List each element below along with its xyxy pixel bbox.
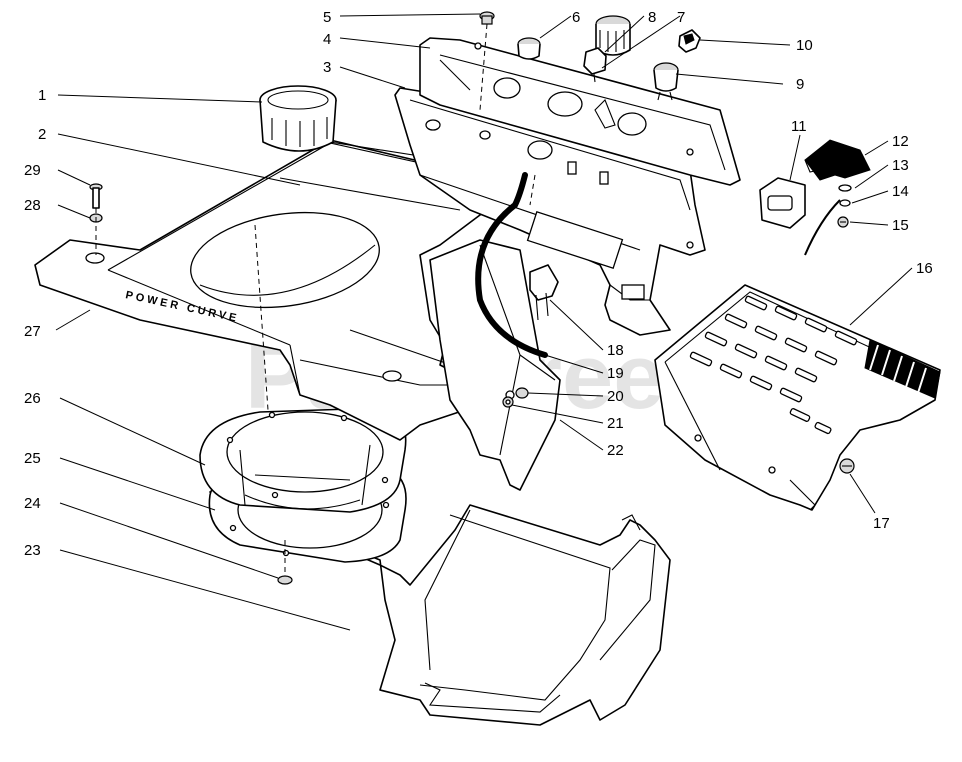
primer-nut-part — [583, 47, 607, 83]
switch-bracket-part — [804, 139, 871, 181]
callout-28: 28 — [24, 197, 41, 214]
callout-22: 22 — [607, 442, 624, 459]
washer-14-part — [839, 199, 851, 207]
choke-knob-part — [595, 15, 631, 56]
ignition-switch-part — [653, 62, 679, 101]
lower-shroud-part — [209, 491, 671, 726]
primer-bulb-part — [517, 37, 541, 60]
callout-2: 2 — [38, 126, 46, 143]
wire-terminal-part — [529, 264, 559, 321]
nut-21-part — [502, 396, 514, 408]
callout-21: 21 — [607, 415, 624, 432]
callout-6: 6 — [572, 9, 580, 26]
callout-5: 5 — [323, 9, 331, 26]
callout-1: 1 — [38, 87, 46, 104]
wire-clip-part — [804, 184, 852, 256]
callout-18: 18 — [607, 342, 624, 359]
callout-29: 29 — [24, 162, 41, 179]
callout-3: 3 — [323, 59, 331, 76]
screw-17-part — [839, 458, 855, 474]
control-panel-part — [419, 37, 741, 186]
callout-13: 13 — [892, 157, 909, 174]
callout-12: 12 — [892, 133, 909, 150]
callout-8: 8 — [648, 9, 656, 26]
callout-23: 23 — [24, 542, 41, 559]
callout-27: 27 — [24, 323, 41, 340]
fuel-cap-part — [259, 85, 337, 152]
shield-dark-grille — [864, 339, 941, 399]
callout-25: 25 — [24, 450, 41, 467]
hose-part — [475, 172, 548, 358]
shield-vent-slots — [689, 295, 858, 435]
washer-24-part — [277, 575, 293, 585]
muffler-shield-part — [654, 284, 941, 511]
callout-4: 4 — [323, 31, 331, 48]
callout-14: 14 — [892, 183, 909, 200]
callout-labels: 1 2 3 4 5 6 7 8 9 10 11 12 13 14 15 16 1… — [24, 9, 933, 559]
callout-15: 15 — [892, 217, 909, 234]
screw-5-part — [479, 11, 495, 25]
callout-17: 17 — [873, 515, 890, 532]
callout-26: 26 — [24, 390, 41, 407]
leader-lines — [55, 13, 913, 631]
callout-10: 10 — [796, 37, 813, 54]
screw-15-part — [837, 216, 849, 228]
callout-24: 24 — [24, 495, 41, 512]
callout-7: 7 — [677, 9, 685, 26]
grommet-part — [515, 387, 529, 399]
callout-20: 20 — [607, 388, 624, 405]
bolt-29-part — [89, 183, 103, 209]
callout-16: 16 — [916, 260, 933, 277]
callout-11: 11 — [791, 118, 807, 135]
key-part — [678, 29, 701, 53]
receptacle-part — [759, 177, 806, 229]
assembly-lines — [95, 23, 536, 576]
callout-9: 9 — [796, 76, 804, 93]
callout-19: 19 — [607, 365, 624, 382]
chute-ring-part — [199, 407, 407, 513]
